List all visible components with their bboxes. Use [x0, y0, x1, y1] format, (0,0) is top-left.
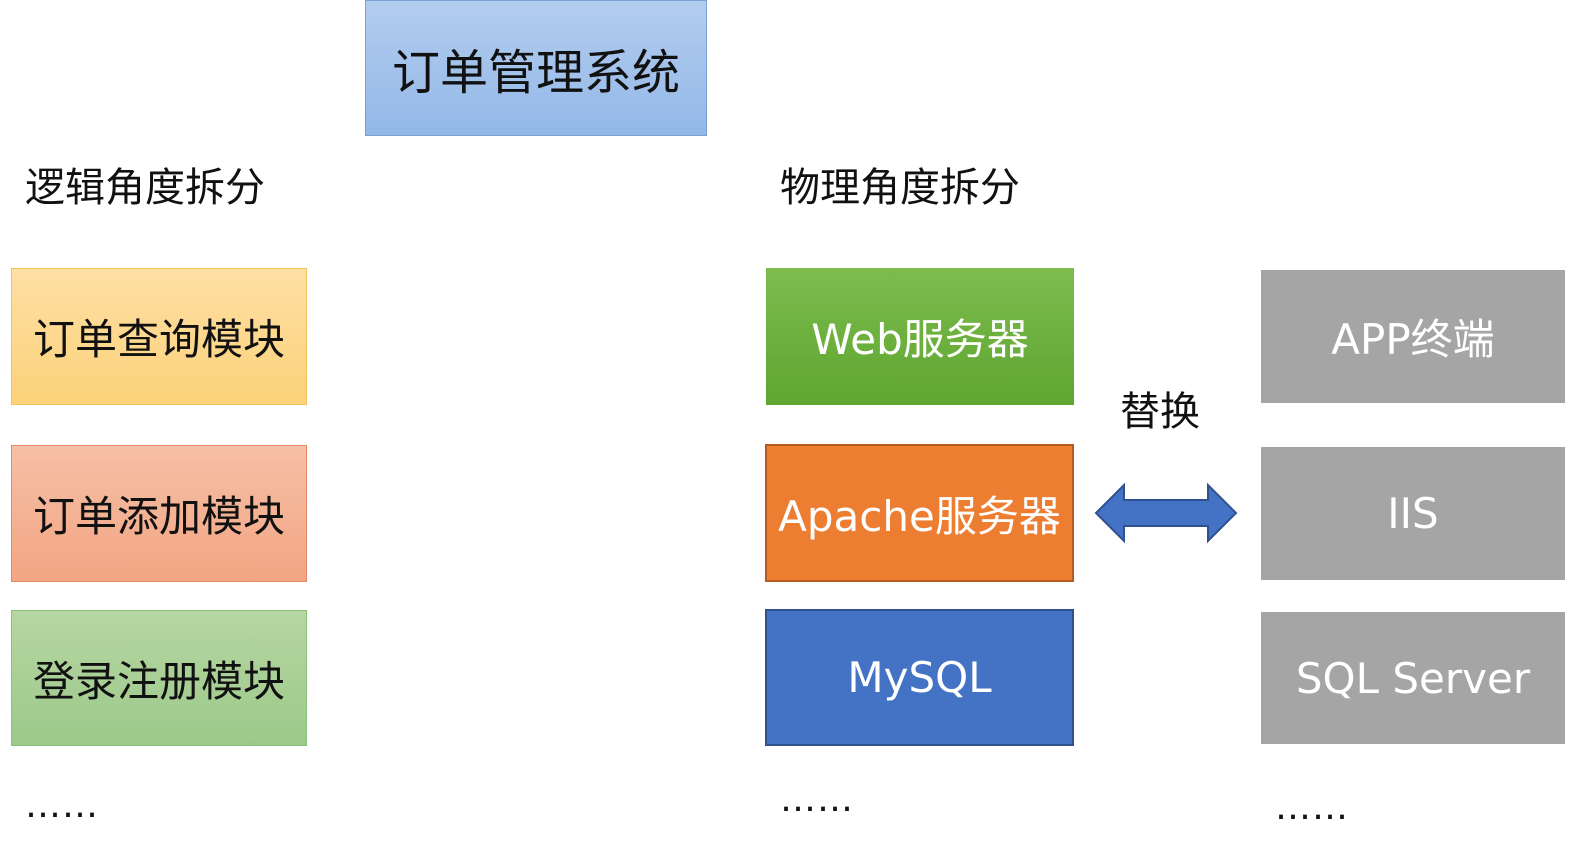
alternative-iis-label: IIS	[1387, 489, 1439, 538]
module-login-register: 登录注册模块	[11, 610, 307, 746]
module-login-register-label: 登录注册模块	[32, 656, 285, 706]
double-arrow-icon	[1094, 482, 1238, 544]
component-apache-server-label: Apache服务器	[778, 491, 1061, 541]
component-apache-server: Apache服务器	[765, 444, 1074, 582]
module-order-add: 订单添加模块	[11, 445, 307, 582]
alternative-app-terminal-label: APP终端	[1331, 315, 1495, 364]
alternative-iis: IIS	[1261, 447, 1565, 580]
module-order-add-label: 订单添加模块	[32, 492, 285, 541]
component-web-server: Web服务器	[766, 268, 1074, 405]
physical-split-heading: 物理角度拆分	[780, 165, 1020, 211]
module-order-query-label: 订单查询模块	[32, 315, 285, 364]
component-mysql-label: MySQL	[847, 653, 992, 702]
alternative-app-terminal: APP终端	[1261, 270, 1565, 403]
alternative-sql-server: SQL Server	[1261, 612, 1565, 744]
alternatives-ellipsis: ……	[1275, 787, 1349, 828]
component-mysql: MySQL	[765, 609, 1074, 746]
logical-split-heading: 逻辑角度拆分	[25, 165, 265, 211]
replace-label: 替换	[1120, 389, 1200, 435]
system-title: 订单管理系统	[391, 45, 680, 101]
alternative-sql-server-label: SQL Server	[1295, 653, 1531, 703]
module-order-query: 订单查询模块	[11, 268, 307, 405]
physical-ellipsis: ……	[780, 779, 854, 820]
logical-ellipsis: ……	[25, 785, 99, 826]
system-title-box: 订单管理系统	[365, 0, 707, 136]
component-web-server-label: Web服务器	[811, 315, 1029, 364]
